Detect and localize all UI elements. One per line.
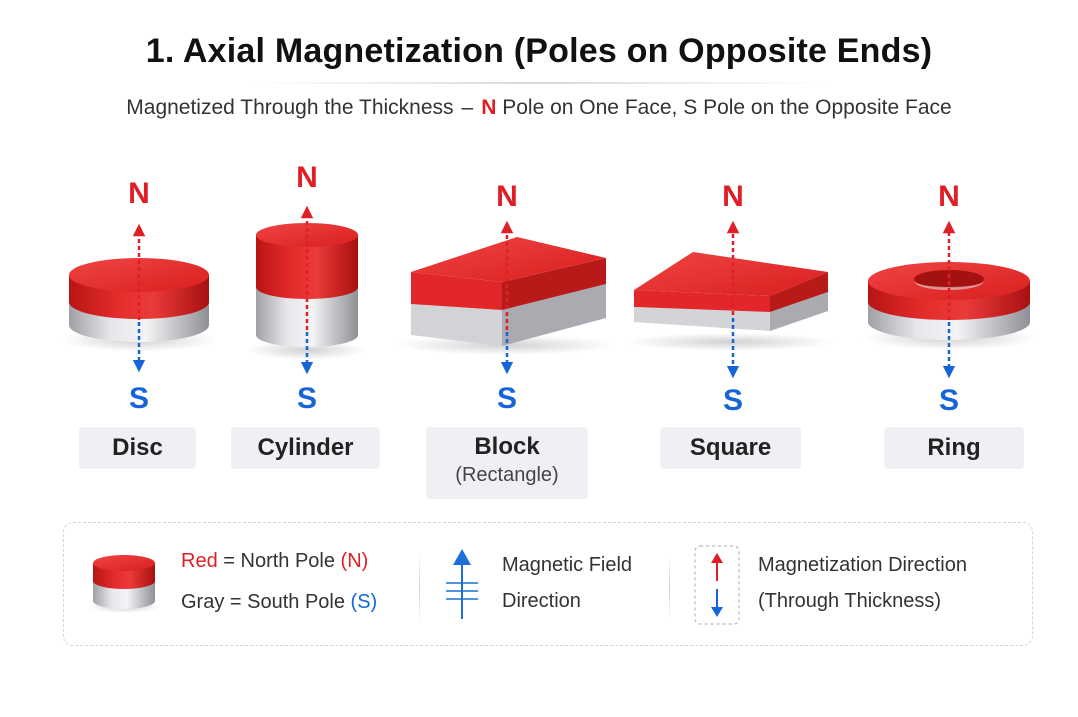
subtitle-text-1: Magnetized Through the Thickness [126, 96, 454, 119]
label-block: Block (Rectangle) [426, 427, 588, 499]
label-disc-text: Disc [112, 434, 163, 461]
legend-gray-paren: (S) [350, 591, 378, 613]
cylinder-south-label: S [296, 382, 317, 415]
label-square: Square [660, 427, 801, 469]
magnetic-field-icon [446, 549, 478, 619]
cylinder-magnet [247, 223, 367, 360]
square-north-label: N [722, 180, 744, 213]
subtitle-north-pole: N [481, 96, 497, 119]
ring-north-label: N [938, 180, 960, 213]
legend-red-line: Red = North Pole (N) [181, 549, 368, 573]
block-south-label: S [496, 382, 517, 415]
magnetization-direction-icon [694, 545, 740, 625]
label-disc: Disc [79, 427, 196, 469]
legend-divider-1 [419, 553, 420, 623]
subtitle-comma: , [671, 96, 678, 119]
legend-gray-text: Gray = South Pole [181, 591, 351, 613]
ring-south-label: S [938, 384, 959, 417]
legend-mag-line2: (Through Thickness) [758, 590, 942, 612]
page-title: 1. Axial Magnetization (Poles on Opposit… [145, 32, 933, 70]
legend-field-line2: Direction [502, 590, 581, 612]
disc-north-label: N [128, 177, 150, 210]
square-magnet [625, 252, 835, 351]
magnetization-axes [132, 205, 956, 379]
disc-south-label: S [128, 382, 149, 415]
label-cylinder: Cylinder [231, 427, 380, 469]
legend-field-line1: Magnetic Field [502, 554, 633, 576]
legend-box: Red = North Pole (N) Gray = South Pole (… [63, 522, 1033, 646]
subtitle-dash: – [461, 96, 474, 119]
subtitle-south-pole: S [683, 96, 698, 119]
label-ring-text: Ring [927, 434, 981, 461]
block-north-label: N [496, 180, 518, 213]
legend-divider-2 [669, 553, 670, 623]
label-block-text: Block [474, 433, 540, 460]
label-ring: Ring [884, 427, 1024, 469]
subtitle-text-2: Pole on One Face [502, 96, 672, 119]
label-square-text: Square [689, 434, 772, 461]
label-cylinder-text: Cylinder [257, 434, 354, 461]
legend-red-rest: = North Pole [217, 550, 341, 572]
block-magnet [395, 237, 615, 355]
title-divider [250, 82, 830, 84]
legend-mag-line1: Magnetization Direction [758, 554, 967, 576]
page-subtitle: Magnetized Through the Thickness–N Pole … [0, 96, 1078, 120]
subtitle-text-3: Pole on the Opposite Face [703, 96, 952, 119]
legend-red-word: Red [181, 550, 218, 572]
square-south-label: S [722, 384, 743, 417]
label-block-subtext: (Rectangle) [455, 464, 559, 486]
legend-red-paren: (N) [340, 550, 369, 572]
cylinder-north-label: N [296, 161, 318, 194]
legend-gray-line: Gray = South Pole (S) [181, 590, 377, 614]
legend-magnet-icon [89, 555, 159, 613]
